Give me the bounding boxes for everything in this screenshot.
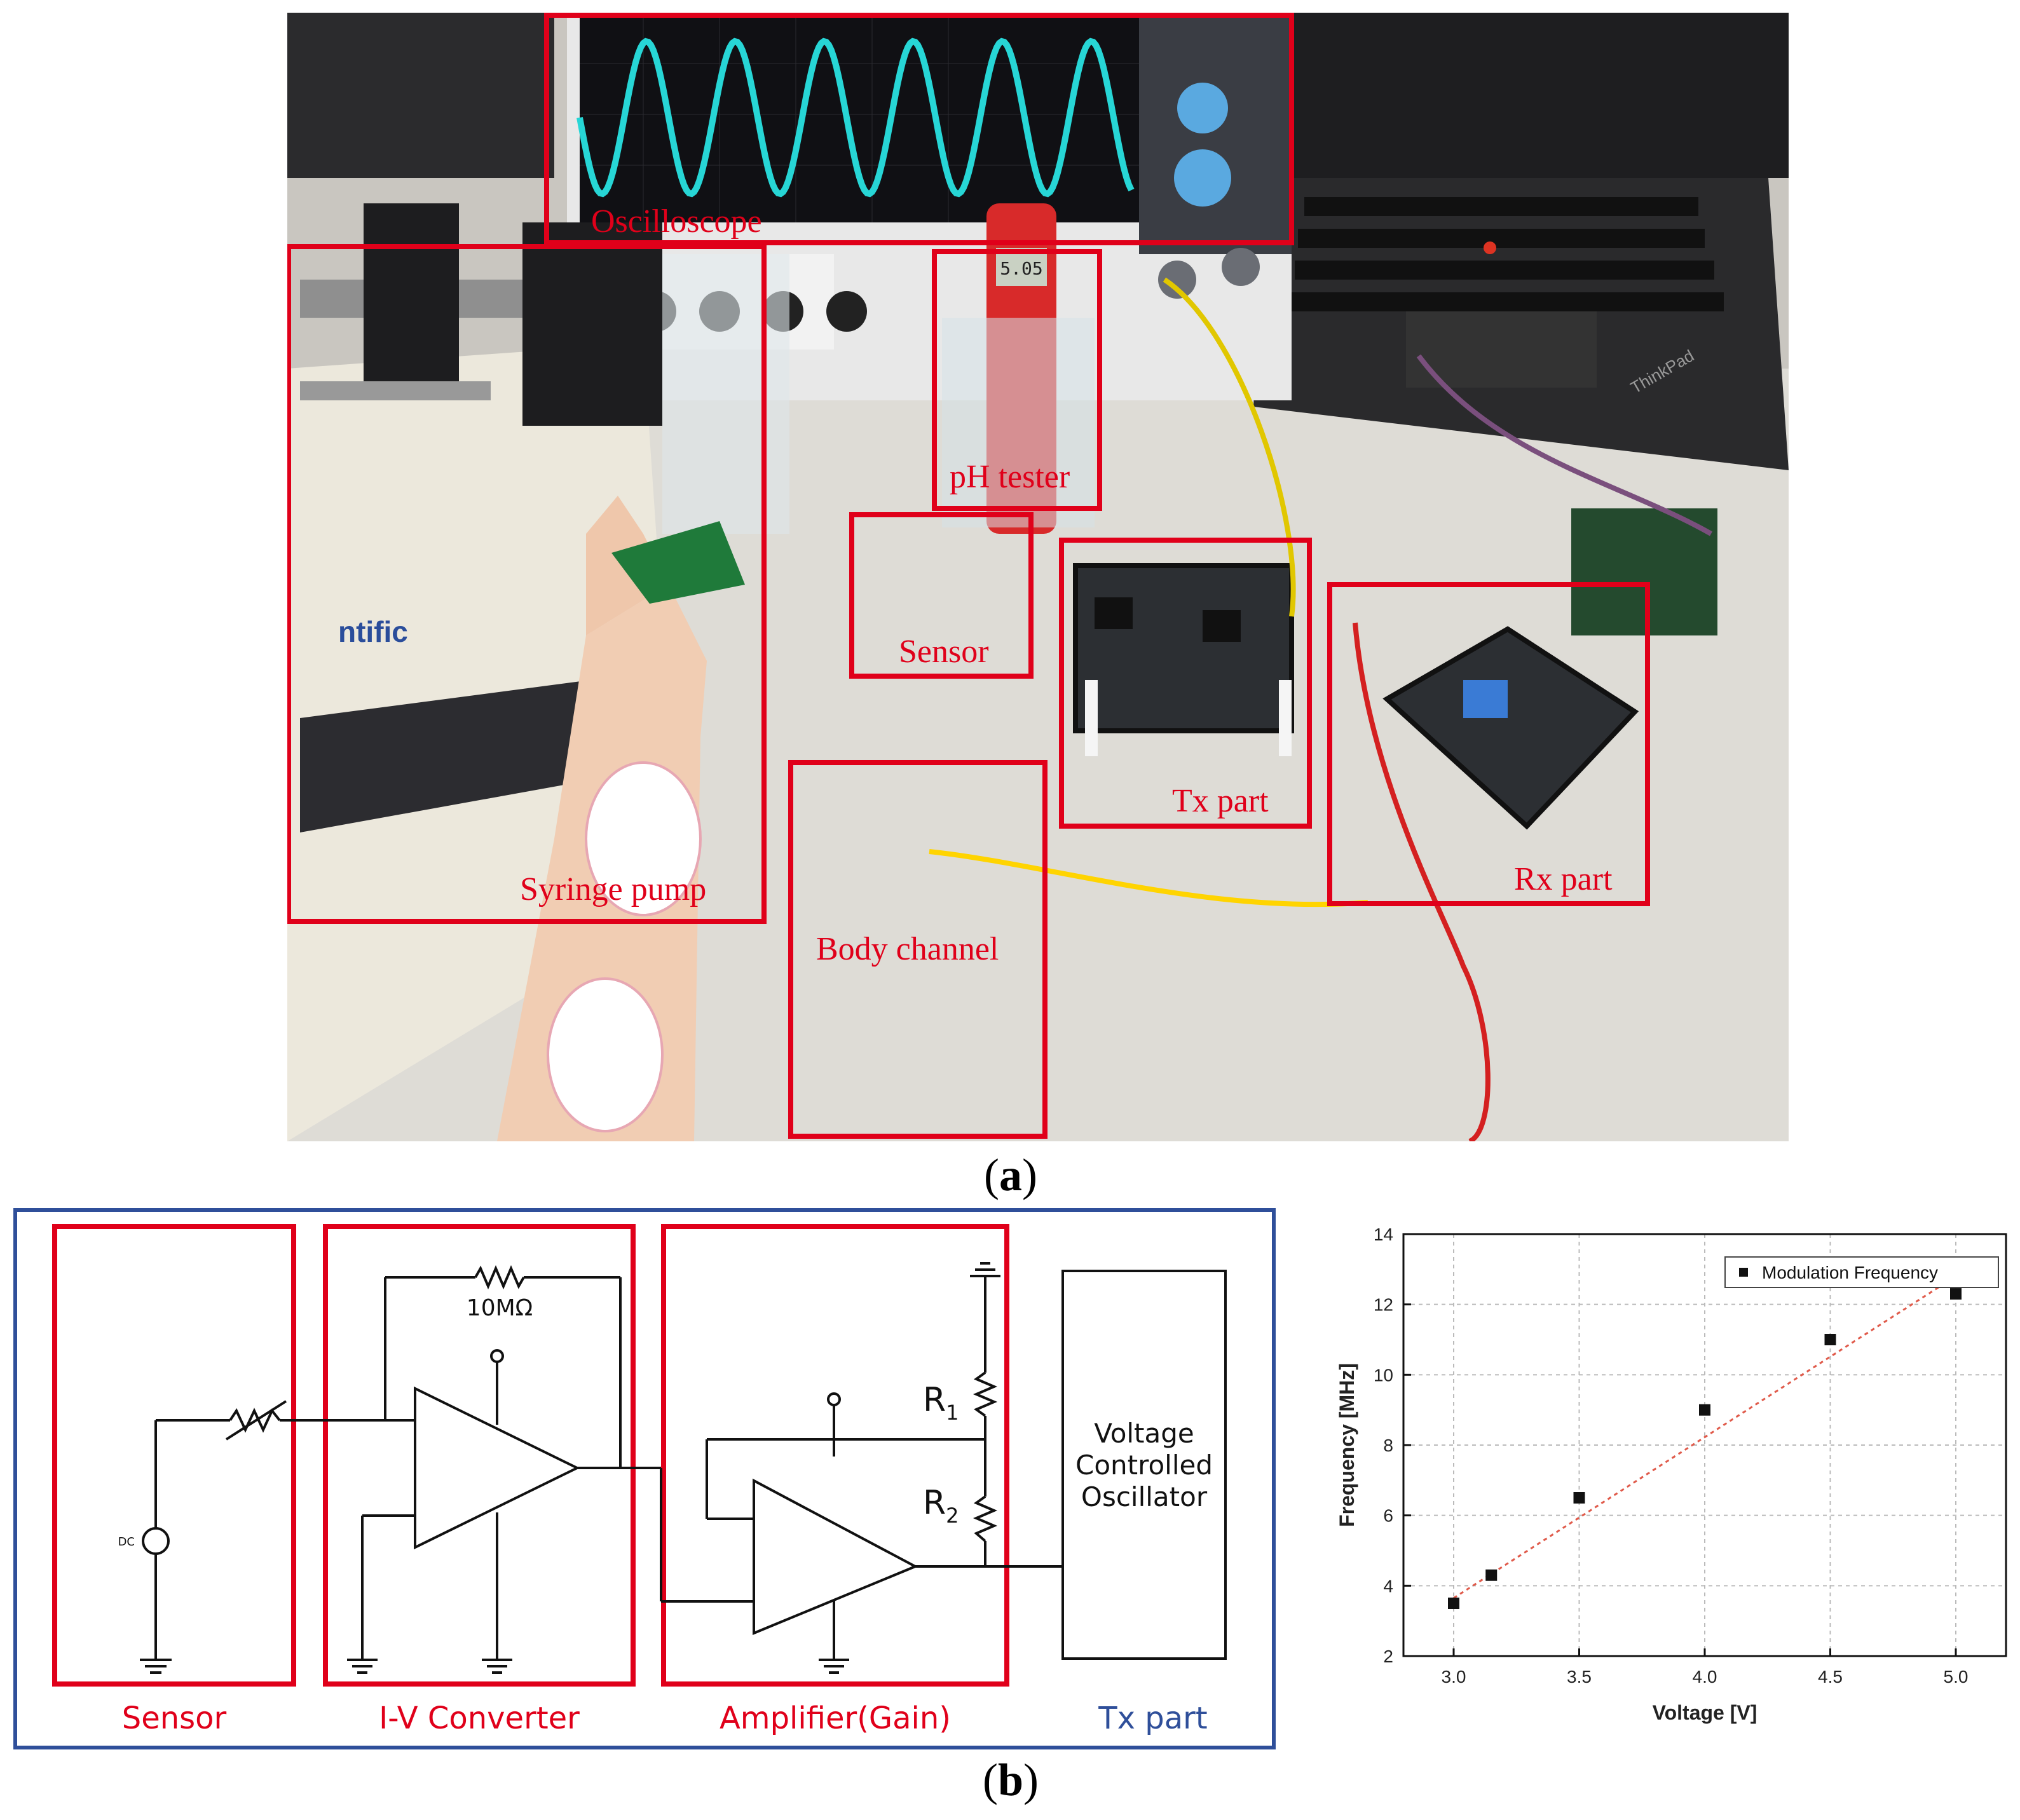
y-tick-label: 10 [1374, 1365, 1393, 1385]
r2-resistor [972, 1495, 998, 1542]
iv-converter-section [323, 1224, 636, 1687]
x-tick-label: 3.5 [1567, 1667, 1592, 1687]
chart-grid [1403, 1233, 2006, 1657]
sensor-label: Sensor [899, 634, 989, 670]
ph-tester-box [932, 249, 1102, 511]
data-point [1485, 1569, 1498, 1581]
rx-part-label: Rx part [1514, 861, 1613, 897]
data-point [1573, 1492, 1585, 1504]
data-point [1448, 1598, 1459, 1609]
data-point [1950, 1288, 1962, 1300]
oscilloscope-label: Oscilloscope [591, 203, 762, 240]
x-tick-label: 3.0 [1442, 1667, 1466, 1687]
x-tick-label: 4.0 [1693, 1667, 1717, 1687]
feedback-resistor [474, 1265, 525, 1290]
y-tick-label: 12 [1374, 1295, 1393, 1315]
tx-part-box [1059, 538, 1312, 829]
ph-display: 5.05 [1000, 258, 1042, 279]
tx-part-block-label: Tx part [1098, 1701, 1207, 1736]
y-tick-label: 6 [1383, 1506, 1393, 1526]
setup-photo: ThinkPad 5.05 [287, 13, 1789, 1141]
sensor-box [849, 512, 1034, 679]
setup-photo-illustration: ThinkPad 5.05 [287, 13, 1789, 1141]
vco-line-3: Oscillator [1081, 1481, 1208, 1512]
data-point [1824, 1334, 1836, 1345]
laptop: ThinkPad [1253, 13, 1789, 470]
vco-line-1: Voltage [1094, 1418, 1194, 1449]
monitor [287, 13, 554, 178]
caption-b: (b) [982, 1755, 1039, 1805]
r2-label: R2 [923, 1484, 959, 1528]
circuit-schematic: Voltage Controlled Oscillator [13, 1208, 1276, 1749]
tx-part-outline [13, 1208, 1276, 1749]
amplifier-section [661, 1224, 1009, 1687]
data-point [1699, 1404, 1710, 1416]
legend: Modulation Frequency [1724, 1256, 1999, 1288]
rx-part-box [1327, 582, 1650, 906]
r1-resistor [972, 1371, 998, 1417]
ph-tester-label: pH tester [950, 459, 1070, 495]
chart-ticks: 3.0 3.5 4.0 4.5 5.0 2 4 6 8 10 12 14 [1374, 1225, 1969, 1687]
arm [497, 496, 707, 1141]
legend-box [1724, 1256, 1999, 1288]
ph-tester-device: 5.05 [662, 203, 1095, 534]
body-channel-label: Body channel [816, 931, 999, 967]
syringe-pump-box [287, 244, 767, 924]
vco-box [1061, 1270, 1227, 1660]
y-tick-label: 14 [1374, 1225, 1393, 1244]
sensor-block-label: Sensor [122, 1701, 227, 1736]
red-wire [1353, 622, 1491, 1141]
vco-line-2: Controlled [1075, 1450, 1213, 1481]
iv-converter-block-label: I-V Converter [379, 1701, 580, 1736]
y-axis-label: Frequency [MHz] [1335, 1363, 1358, 1527]
yellow-wire-2 [1163, 277, 1296, 617]
r1-label: R1 [923, 1381, 959, 1425]
yellow-wire [929, 849, 1368, 907]
amplifier-block-label: Amplifier(Gain) [720, 1701, 951, 1736]
oscilloscope-box [544, 13, 1294, 245]
data-points [1448, 1288, 1962, 1609]
y-tick-label: 2 [1383, 1647, 1393, 1666]
x-tick-label: 5.0 [1944, 1667, 1969, 1687]
frequency-voltage-chart: 3.0 3.5 4.0 4.5 5.0 2 4 6 8 10 12 14 Modulation Fre… [1335, 1225, 2007, 1724]
body-channel-box [788, 760, 1048, 1139]
syringe-pump-label: Syringe pump [520, 871, 706, 907]
waveform [577, 37, 1135, 198]
rx-board [1382, 508, 1717, 830]
sensor-section [52, 1224, 296, 1687]
purple-wire [1416, 354, 1712, 536]
y-tick-label: 4 [1383, 1576, 1393, 1596]
trackpoint [1484, 241, 1496, 254]
fit-line [1453, 1275, 1956, 1599]
amp-opamp [753, 1478, 918, 1635]
x-tick-label: 4.5 [1818, 1667, 1843, 1687]
dc-label: DC [118, 1535, 135, 1549]
pump-brand: ntific [338, 615, 408, 648]
caption-a: (a) [984, 1150, 1037, 1200]
y-tick-label: 8 [1383, 1436, 1393, 1455]
iv-opamp [414, 1386, 580, 1550]
tx-part-label: Tx part [1172, 783, 1269, 819]
legend-marker [1739, 1268, 1748, 1277]
tx-board [1073, 563, 1294, 756]
x-axis-label: Voltage [V] [1653, 1701, 1757, 1724]
legend-label: Modulation Frequency [1762, 1263, 1938, 1282]
feedback-resistor-label: 10MΩ [467, 1295, 533, 1321]
sensor-board [611, 521, 745, 604]
dc-source [142, 1527, 170, 1555]
